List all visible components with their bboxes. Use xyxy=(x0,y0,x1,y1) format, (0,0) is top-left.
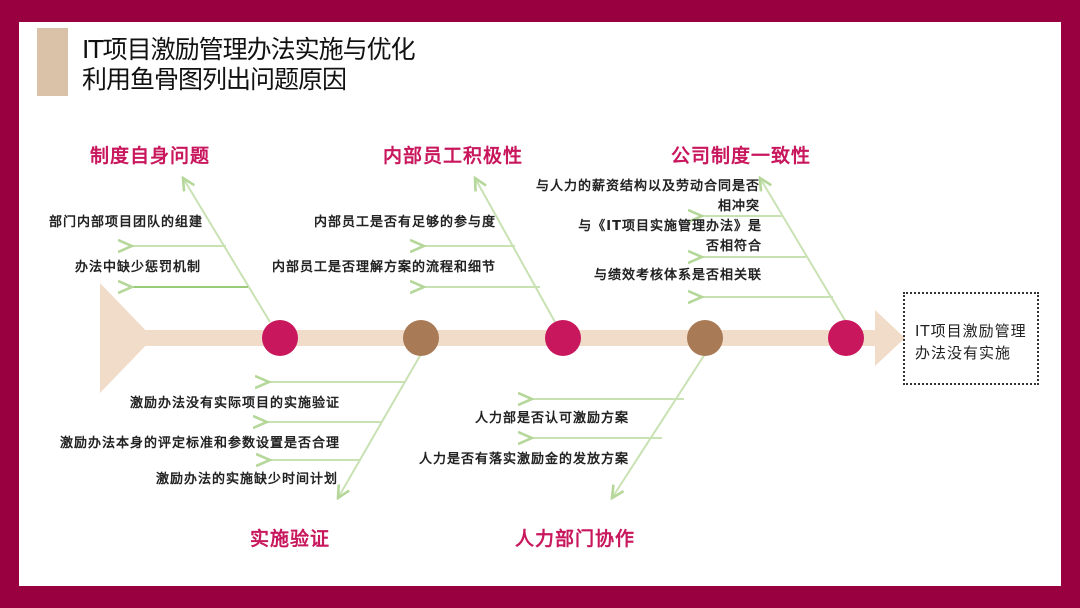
category-label: 人力部门协作 xyxy=(514,528,636,550)
cause-item: 与人力的薪资结构以及劳动合同是否相冲突 xyxy=(535,179,760,214)
node-4 xyxy=(687,320,723,356)
cause-item: 办法中缺少惩罚机制 xyxy=(74,260,201,275)
node-5 xyxy=(828,320,864,356)
fish-tail xyxy=(100,283,153,393)
title-line-1: IT项目激励管理办法实施与优化 xyxy=(82,35,416,64)
cause-item: 人力部是否认可激励方案 xyxy=(474,411,629,426)
effect-box: IT项目激励管理办法没有实施 xyxy=(903,292,1039,385)
category-label: 内部员工积极性 xyxy=(382,145,524,167)
bone-1 xyxy=(183,178,271,323)
cause-item: 激励办法没有实际项目的实施验证 xyxy=(129,396,340,411)
spine xyxy=(140,330,880,346)
cause-item: 与绩效考核体系是否相关联 xyxy=(593,268,762,283)
cause-item: 部门内部项目团队的组建 xyxy=(48,215,203,230)
node-1 xyxy=(262,320,298,356)
category-label: 公司制度一致性 xyxy=(670,145,812,167)
slide-panel xyxy=(19,22,1061,586)
bone-5 xyxy=(612,353,706,498)
cause-item: 内部员工是否有足够的参与度 xyxy=(313,215,496,230)
category-label: 制度自身问题 xyxy=(89,145,211,167)
title-accent-bar xyxy=(37,28,68,96)
node-3 xyxy=(545,320,581,356)
title-line-2: 利用鱼骨图列出问题原因 xyxy=(82,65,347,94)
cause-item: 人力是否有落实激励金的发放方案 xyxy=(418,452,629,467)
bone-2 xyxy=(475,178,556,323)
cause-item: 激励办法的实施缺少时间计划 xyxy=(155,472,338,487)
cause-item: 激励办法本身的评定标准和参数设置是否合理 xyxy=(59,436,340,451)
fish-head-arrow xyxy=(875,310,905,366)
bone-4 xyxy=(338,353,422,498)
bone-3 xyxy=(760,178,847,323)
category-label: 实施验证 xyxy=(249,528,331,550)
cause-item: 内部员工是否理解方案的流程和细节 xyxy=(271,260,496,275)
node-2 xyxy=(403,320,439,356)
cause-item: 与《IT项目实施管理办法》是否相符合 xyxy=(578,219,762,254)
